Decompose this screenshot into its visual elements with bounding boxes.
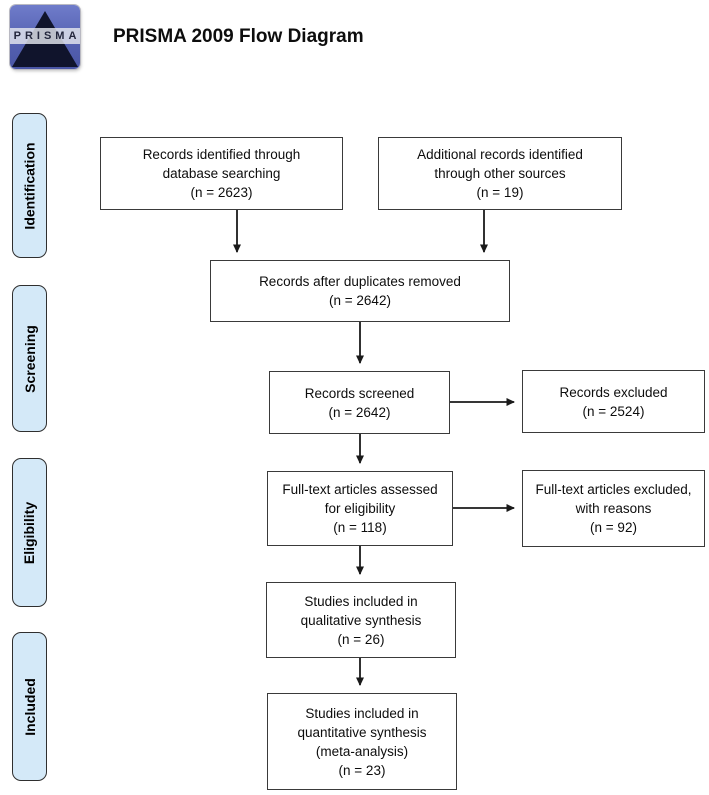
flow-box-quantitative-synthesis: Studies included in quantitative synthes… [267,693,457,790]
box-line: Records excluded [559,384,668,400]
phase-screening: Screening [12,285,47,432]
flow-box-fulltext-assessed: Full-text articles assessed for eligibil… [267,471,453,546]
box-count: (n = 23) [338,762,386,778]
box-count: (n = 19) [476,185,524,200]
page-title: PRISMA 2009 Flow Diagram [113,26,364,47]
phase-included-label: Included [21,677,38,736]
phase-screening-label: Screening [21,324,38,393]
box-line: Studies included in [304,593,418,609]
box-line: Studies included in [305,705,419,721]
prisma-logo-text: PRISMA [10,28,80,44]
box-line: Full-text articles assessed [282,482,438,497]
box-line: Records identified through [142,147,301,162]
box-line: for eligibility [324,501,396,516]
box-count: (n = 118) [333,520,387,535]
box-line: Records screened [304,385,415,401]
phase-included: Included [12,632,47,781]
box-count: (n = 2642) [328,404,391,420]
prisma-logo: PRISMA [10,5,80,69]
box-count: (n = 26) [337,631,385,647]
box-count: (n = 2642) [329,293,391,308]
phase-eligibility: Eligibility [12,458,47,607]
flow-box-fulltext-excluded: Full-text articles excluded, with reason… [522,470,705,547]
box-line: with reasons [575,501,652,516]
flow-box-qualitative-synthesis: Studies included in qualitative synthesi… [266,582,456,658]
box-count: (n = 2623) [190,185,253,200]
box-line: through other sources [434,166,566,181]
box-line: Full-text articles excluded, [535,482,692,497]
phase-eligibility-label: Eligibility [21,501,38,564]
box-count: (n = 2524) [582,403,645,419]
box-line: Records after duplicates removed [259,274,461,289]
box-count: (n = 92) [590,520,637,535]
box-line: database searching [162,166,281,181]
flow-box-records-identified: Records identified through database sear… [100,137,343,210]
phase-identification-label: Identification [21,141,38,230]
phase-identification: Identification [12,113,47,258]
flow-box-after-duplicates: Records after duplicates removed (n = 26… [210,260,510,322]
box-line: quantitative synthesis [297,724,427,740]
box-line: (meta-analysis) [315,743,409,759]
box-line: qualitative synthesis [300,612,422,628]
flow-box-additional-records: Additional records identified through ot… [378,137,622,210]
box-line: Additional records identified [417,147,583,162]
flow-box-records-excluded: Records excluded (n = 2524) [522,370,705,433]
flow-box-records-screened: Records screened (n = 2642) [269,371,450,434]
